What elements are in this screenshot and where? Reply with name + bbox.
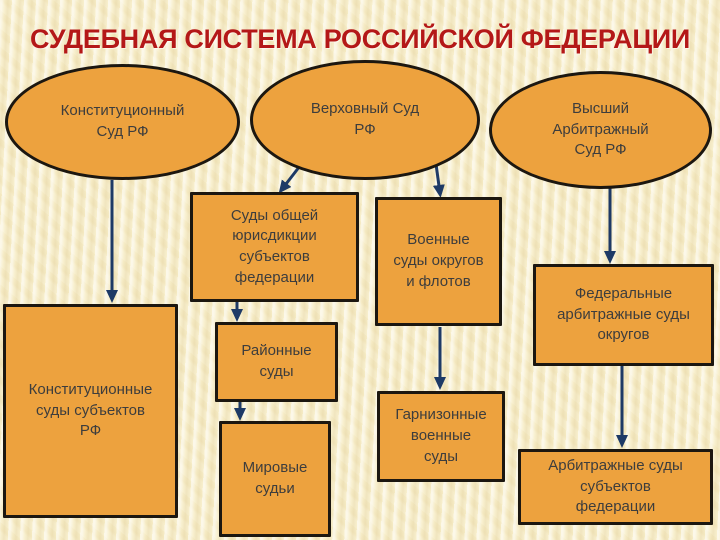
- node-federal-arbitration-courts: Федеральные арбитражные суды округов: [533, 264, 714, 366]
- node-higher-arbitration-court: Высший Арбитражный Суд РФ: [489, 71, 712, 189]
- node-garrison-military-courts: Гарнизонные военные суды: [377, 391, 505, 482]
- node-supreme-court: Верховный Суд РФ: [250, 60, 480, 180]
- node-constitutional-courts-of-subjects: Конституционные суды субъектов РФ: [3, 304, 178, 518]
- node-district-courts: Районные суды: [215, 322, 338, 402]
- node-constitutional-court: Конституционный Суд РФ: [5, 64, 240, 180]
- connector-supreme-to-military-arrow: [432, 163, 445, 198]
- node-general-jurisdiction-courts: Суды общей юрисдикции субъектов федераци…: [190, 192, 359, 302]
- node-magistrate-judges: Мировые судьи: [219, 421, 331, 537]
- node-military-district-courts: Военные суды округов и флотов: [375, 197, 502, 326]
- page-title: СУДЕБНАЯ СИСТЕМА РОССИЙСКОЙ ФЕДЕРАЦИИ: [29, 24, 691, 54]
- node-arbitration-courts-of-subjects: Арбитражные суды субъектов федерации: [518, 449, 713, 525]
